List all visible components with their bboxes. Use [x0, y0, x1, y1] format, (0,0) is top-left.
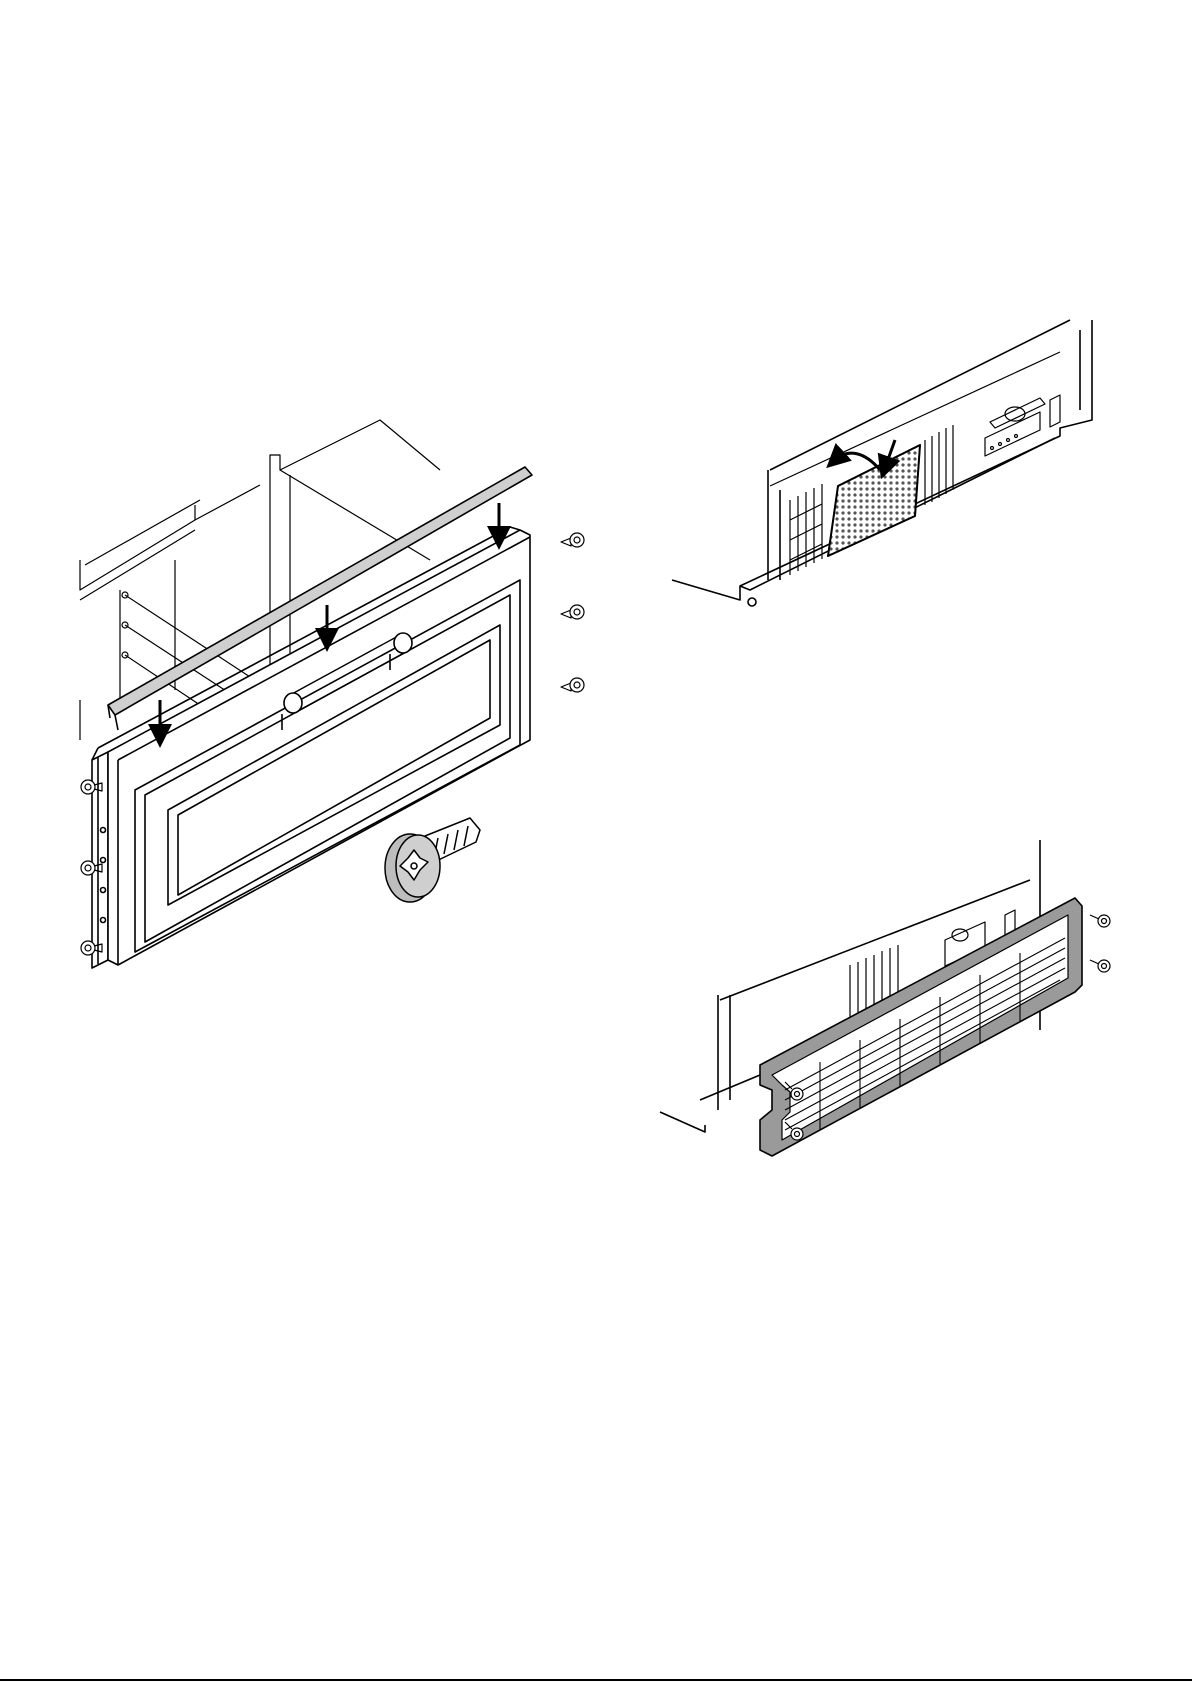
- control-unit: [985, 395, 1060, 456]
- plinth-grille-figure: [660, 840, 1110, 1156]
- page-footer-rule: [0, 1679, 1192, 1681]
- screw-detail-figure: [385, 818, 480, 902]
- front-screws-right: [561, 533, 584, 692]
- right-vent-slats: [925, 425, 953, 505]
- drawer-front-figure: [80, 420, 584, 968]
- left-vent-slats: [790, 484, 822, 575]
- filter-removal-figure: [672, 320, 1092, 606]
